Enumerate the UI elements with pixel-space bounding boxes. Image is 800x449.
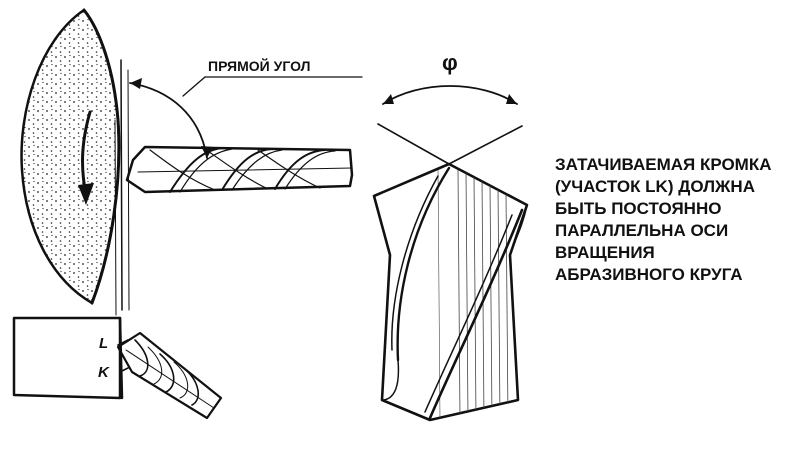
point-l-label: L <box>99 335 108 352</box>
point-k-marker <box>119 367 129 373</box>
down-arrow-icon <box>78 110 94 205</box>
note-line: (УЧАСТОК LK) ДОЛЖНА <box>555 177 755 196</box>
note-line: АБРАЗИВНОГО КРУГА <box>555 265 743 284</box>
drill-small <box>116 331 223 420</box>
drill-top <box>125 145 354 194</box>
note-line: ЗАТАЧИВАЕМАЯ КРОМКА <box>555 155 772 174</box>
phi-angle-label: φ <box>442 50 458 75</box>
right-angle-marker <box>129 76 363 159</box>
point-k-label: K <box>98 364 110 381</box>
drill-bit-closeup <box>372 162 529 422</box>
grinding-wheel <box>20 8 121 305</box>
explanation-note: ЗАТАЧИВАЕМАЯ КРОМКА (УЧАСТОК LK) ДОЛЖНА … <box>555 155 772 284</box>
grinding-wheel-section <box>12 316 124 400</box>
note-line: ПАРАЛЛЕЛЬНА ОСИ <box>555 221 728 240</box>
point-l-marker <box>117 339 129 346</box>
note-line: ВРАЩЕНИЯ <box>555 243 655 262</box>
wheel-side-line <box>114 119 117 316</box>
note-line: БЫТЬ ПОСТОЯННО <box>555 199 721 218</box>
right-angle-label: ПРЯМОЙ УГОЛ <box>208 57 310 74</box>
wheel-side-line <box>120 59 123 311</box>
wheel-side-line <box>127 69 130 311</box>
phi-angle-marker <box>377 85 523 165</box>
